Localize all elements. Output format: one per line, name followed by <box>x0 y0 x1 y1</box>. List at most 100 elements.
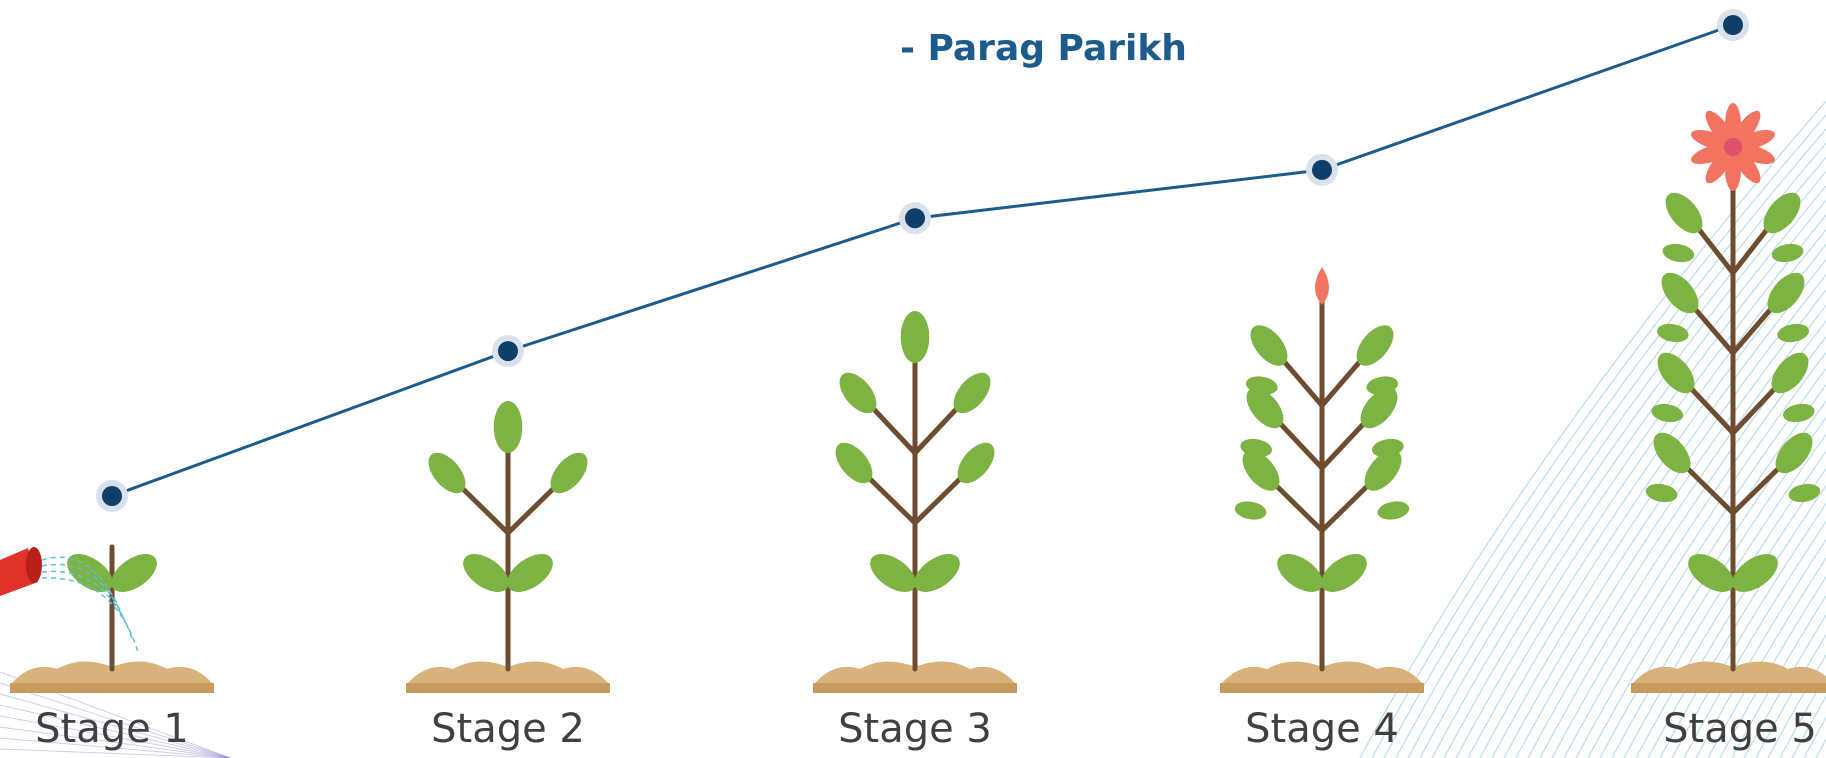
leaf <box>1777 323 1810 343</box>
leaf <box>1775 432 1813 474</box>
decor-line <box>0 737 231 758</box>
soil-base <box>10 683 214 693</box>
decor-line <box>1647 467 1826 758</box>
decor-line <box>0 715 231 758</box>
decor-line <box>1767 654 1826 758</box>
stage-label-3: Stage 3 <box>838 706 992 752</box>
leaf <box>1653 432 1691 474</box>
leaf <box>550 452 588 494</box>
leaf <box>1245 376 1278 395</box>
leaf <box>1240 438 1273 458</box>
decor-line <box>1395 142 1826 758</box>
decor-line <box>1371 114 1826 758</box>
leaf <box>493 401 523 453</box>
decor-line <box>1695 538 1826 758</box>
leaf <box>1782 403 1815 423</box>
decor-line <box>1359 100 1826 758</box>
stage-label-1: Stage 1 <box>35 706 189 752</box>
decor-line <box>1623 433 1826 758</box>
stage-label-4: Stage 4 <box>1245 706 1399 752</box>
decor-line <box>1755 634 1826 758</box>
growth-line <box>111 23 1734 498</box>
leaf <box>957 442 995 484</box>
watering-can-icon <box>0 547 139 653</box>
decor-line <box>1671 502 1826 758</box>
branch <box>1730 380 1783 436</box>
branch <box>912 470 969 526</box>
branch <box>1319 478 1376 533</box>
decor-line <box>1563 351 1826 758</box>
leaf <box>1661 272 1699 314</box>
leaf <box>1277 554 1323 592</box>
leaf <box>870 554 916 592</box>
leaf <box>1360 387 1398 429</box>
decor-line <box>1539 320 1826 758</box>
branch <box>1691 220 1736 276</box>
branch <box>1268 478 1325 533</box>
soil-base <box>1631 683 1826 693</box>
stage-label-2: Stage 2 <box>431 706 585 752</box>
plant-stage-1 <box>10 544 214 693</box>
leaf <box>835 442 873 484</box>
leaf <box>111 554 157 592</box>
flower-icon <box>1691 103 1775 191</box>
soil-mound <box>12 661 212 683</box>
leaf <box>1656 323 1689 343</box>
leaf <box>463 554 509 592</box>
decor-line <box>0 748 231 758</box>
branch <box>865 400 918 456</box>
leaf <box>1651 403 1684 423</box>
decor-line <box>1599 400 1826 758</box>
growth-marker-5 <box>1717 9 1749 41</box>
growth-marker-4 <box>1306 153 1338 186</box>
leaf <box>1242 450 1280 491</box>
decor-line <box>1503 274 1826 758</box>
decor-line <box>1407 156 1826 758</box>
leaf <box>1356 325 1394 366</box>
leaf <box>1771 352 1809 394</box>
growth-marker-2 <box>492 335 524 368</box>
decor-line <box>1467 229 1826 758</box>
decor-line <box>1743 614 1826 758</box>
leaf <box>953 372 991 414</box>
decor-line <box>1383 128 1826 758</box>
decor-line <box>1527 304 1826 758</box>
decor-line <box>1419 170 1826 758</box>
decor-line <box>1791 695 1826 758</box>
leaf <box>1771 243 1804 263</box>
decor-line <box>1719 575 1826 758</box>
soil-base <box>813 683 1017 693</box>
leaf <box>1657 352 1695 394</box>
water-drops <box>41 556 121 611</box>
decor-line <box>1635 450 1826 758</box>
leaf <box>839 372 877 414</box>
plant-stage-2 <box>406 401 610 693</box>
branch <box>861 470 918 526</box>
decor-line <box>1515 289 1826 758</box>
leaf <box>1366 376 1399 395</box>
soil-mound <box>1222 661 1422 683</box>
branch <box>1276 353 1325 408</box>
water-drops <box>41 570 133 639</box>
leaf <box>1321 554 1367 592</box>
leaf <box>1688 554 1734 592</box>
branch <box>1687 300 1736 356</box>
leaf <box>1234 501 1267 520</box>
decor-line <box>1455 214 1826 758</box>
growth-marker-3 <box>899 202 931 235</box>
leaf <box>1371 438 1404 458</box>
leaf <box>1763 192 1801 234</box>
growth-markers <box>96 9 1749 512</box>
decor-line <box>0 726 231 758</box>
branch <box>1272 415 1325 471</box>
branch <box>1319 415 1372 471</box>
leaf <box>1645 483 1678 503</box>
leaf <box>1250 325 1288 366</box>
leaf <box>1767 272 1805 314</box>
plants-group <box>10 103 1826 693</box>
soil-mound <box>815 661 1015 683</box>
branch <box>1679 460 1736 516</box>
decor-line <box>1707 557 1826 758</box>
leaf <box>1788 483 1821 503</box>
